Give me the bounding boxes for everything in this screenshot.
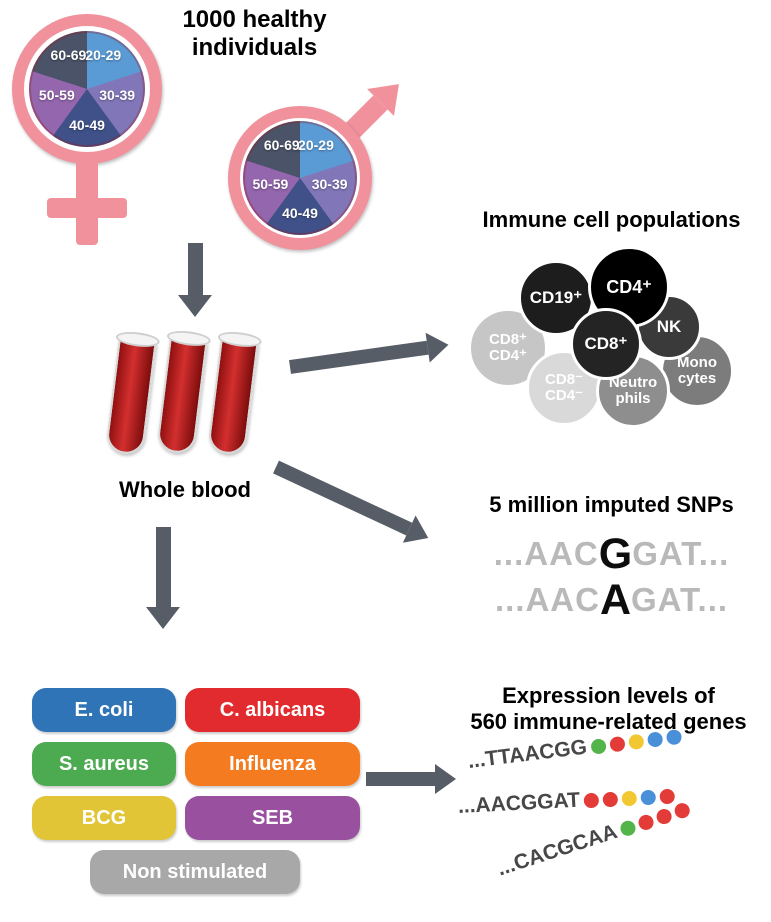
snp-suffix: GAT... bbox=[632, 535, 730, 572]
cell-circle-monocytes: Mono cytes bbox=[660, 334, 734, 408]
stimulus-label: S. aureus bbox=[58, 752, 150, 775]
blood-tube bbox=[155, 328, 212, 457]
female-symbol: 20-29 30-39 40-49 50-59 60-69 bbox=[12, 14, 172, 245]
cell-label: CD4⁺ bbox=[606, 276, 652, 297]
expression-dot bbox=[583, 792, 600, 808]
cell-label: CD8⁻ CD4⁻ bbox=[545, 371, 583, 404]
age-group-label: 50-59 bbox=[38, 86, 75, 103]
stimulus-label: E. coli bbox=[74, 698, 134, 721]
cell-label: CD8⁺ CD4⁺ bbox=[489, 331, 527, 364]
cell-circle-cd8: CD8⁺ bbox=[570, 308, 642, 380]
snp-sequence: ...AACAGAT... bbox=[452, 576, 771, 625]
arrow-head bbox=[425, 329, 451, 363]
cohort-title: 1000 healthy individuals bbox=[152, 6, 357, 61]
age-group-label: 20-29 bbox=[85, 47, 122, 64]
stimulus-c-albicans: C. albicans bbox=[185, 688, 360, 732]
stimulus-label: C. albicans bbox=[219, 698, 326, 721]
stimulus-label: Influenza bbox=[229, 752, 316, 775]
arrow-shaft bbox=[155, 527, 171, 607]
age-group-label: 20-29 bbox=[298, 136, 334, 153]
arrow-head bbox=[178, 295, 212, 317]
age-group-label: 50-59 bbox=[252, 175, 289, 192]
snp-variant-allele: A bbox=[599, 576, 631, 624]
expression-title-line1: Expression levels of bbox=[502, 683, 715, 708]
expression-dot bbox=[618, 818, 638, 838]
expression-dot bbox=[589, 737, 607, 755]
snp-prefix: ...AAC bbox=[494, 581, 600, 618]
snp-prefix: ...AAC bbox=[493, 535, 599, 572]
age-group-label: 40-49 bbox=[282, 205, 318, 222]
cell-circle-nk: NK bbox=[636, 294, 702, 360]
cell-label: NK bbox=[656, 317, 682, 337]
arrow-cohort-to-blood bbox=[178, 243, 212, 317]
blood-tube bbox=[104, 329, 161, 458]
arrow-shaft bbox=[187, 243, 203, 295]
expression-dot bbox=[636, 812, 656, 832]
stimulus-label: BCG bbox=[81, 806, 127, 829]
expression-dot bbox=[672, 800, 692, 820]
expression-dot bbox=[608, 735, 626, 753]
snp-sequence: ...AACGGAT... bbox=[452, 530, 771, 579]
expression-dot bbox=[627, 733, 645, 750]
expression-dot bbox=[654, 806, 674, 826]
arrow-shaft bbox=[273, 460, 413, 536]
tube-body bbox=[104, 338, 157, 456]
arrow-shaft bbox=[289, 340, 429, 374]
stimulus-bcg: BCG bbox=[32, 796, 176, 840]
stimulus-label: SEB bbox=[251, 806, 294, 829]
arrow-blood-to-immune-cells bbox=[288, 329, 451, 382]
whole-blood-label: Whole blood bbox=[119, 477, 251, 502]
female-age-pie-chart: 20-29 30-39 40-49 50-59 60-69 bbox=[29, 31, 145, 147]
stimulus-s-aureus: S. aureus bbox=[32, 742, 176, 786]
cohort-title-line1: 1000 healthy bbox=[182, 6, 327, 33]
stimulus-label: Non stimulated bbox=[122, 860, 268, 883]
expression-dot bbox=[602, 791, 619, 807]
stimulus-seb: SEB bbox=[185, 796, 360, 840]
arrow-stimulations-to-expression bbox=[366, 764, 456, 794]
gene-sequence-text: ...CACGCAA bbox=[494, 820, 621, 881]
cohort-title-line2: individuals bbox=[191, 33, 318, 61]
cell-label: Neutro phils bbox=[608, 374, 658, 407]
male-age-pie-chart: 20-29 30-39 40-49 50-59 60-69 bbox=[243, 121, 357, 235]
gene-sequence-text: ...AACGGAT bbox=[457, 788, 581, 818]
expression-dot bbox=[621, 790, 638, 806]
age-group-label: 30-39 bbox=[311, 175, 348, 192]
snp-suffix: GAT... bbox=[631, 581, 729, 618]
expression-title: Expression levels of 560 immune-related … bbox=[446, 683, 771, 736]
snp-variant-allele: G bbox=[598, 530, 633, 578]
immune-cells-title: Immune cell populations bbox=[482, 207, 741, 232]
stimulus-ecoli: E. coli bbox=[32, 688, 176, 732]
age-group-label: 40-49 bbox=[69, 116, 105, 133]
arrow-head bbox=[435, 764, 456, 794]
arrow-blood-to-snps bbox=[270, 453, 435, 552]
arrow-head bbox=[146, 607, 180, 629]
blood-tube bbox=[206, 329, 263, 458]
stimulus-influenza: Influenza bbox=[185, 742, 360, 786]
male-symbol: 20-29 30-39 40-49 50-59 60-69 bbox=[226, 70, 426, 254]
tube-body bbox=[155, 337, 208, 455]
female-symbol-crossbar bbox=[47, 198, 127, 218]
cell-label: CD19⁺ bbox=[529, 288, 583, 308]
cell-label: CD8⁺ bbox=[584, 334, 628, 354]
snp-title: 5 million imputed SNPs bbox=[489, 492, 734, 517]
tube-body bbox=[206, 338, 259, 456]
cell-label: Mono cytes bbox=[677, 354, 717, 387]
age-group-label: 30-39 bbox=[99, 86, 136, 103]
expression-dot bbox=[640, 789, 657, 805]
gene-sequence-text: ...TTAACGG bbox=[466, 735, 589, 773]
stimulus-non-stimulated: Non stimulated bbox=[90, 850, 300, 894]
arrow-blood-to-stimulations bbox=[146, 527, 180, 629]
age-group-label: 60-69 bbox=[263, 136, 300, 153]
expression-dot bbox=[665, 728, 683, 746]
expression-title-line2: 560 immune-related genes bbox=[470, 709, 747, 735]
arrow-shaft bbox=[366, 772, 435, 786]
expression-dot bbox=[646, 730, 664, 748]
age-group-label: 60-69 bbox=[50, 47, 87, 64]
